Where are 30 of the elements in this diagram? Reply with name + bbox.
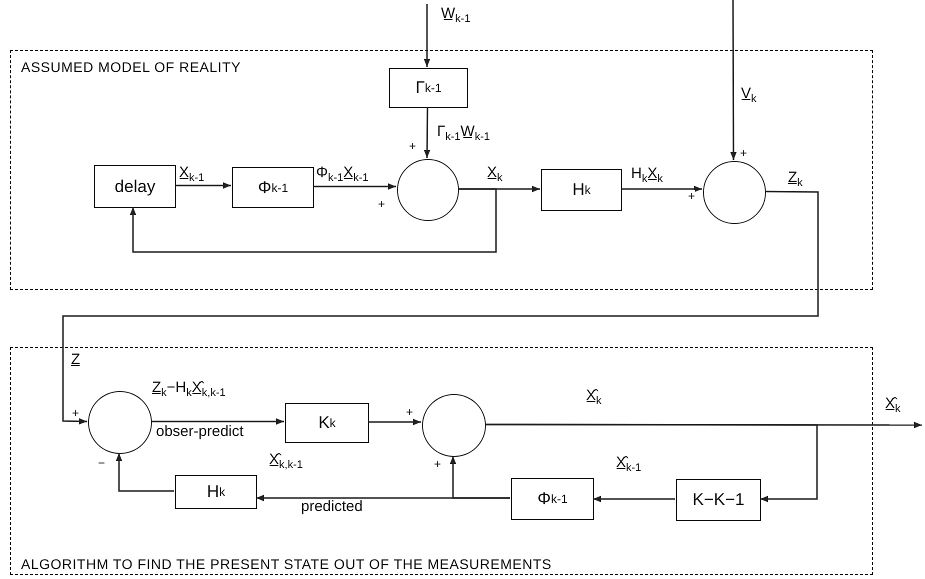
arrow: [62, 190, 819, 425]
arrow: [593, 496, 675, 502]
arrow: [424, 107, 430, 158]
arrow: [151, 418, 284, 425]
group-title: ASSUMED MODEL OF REALITY: [21, 59, 241, 75]
sign-label: +: [72, 407, 80, 419]
sign-label: +: [409, 140, 416, 152]
block-box: delay: [94, 165, 176, 208]
arrow: [116, 453, 174, 492]
arrow: [313, 183, 396, 190]
group-title: ALGORITHM TO FIND THE PRESENT STATE OUT OF THE MEASUREMENTS: [21, 556, 552, 572]
sign-label: +: [688, 190, 696, 202]
edge-label: Z̲$_{k}$−H$_{k}$X̲̂$_{k,k-1}$: [151, 380, 227, 400]
sign-label: +: [406, 406, 414, 418]
arrow: [621, 186, 702, 192]
signal-label: obser-predict: [155, 424, 245, 440]
block-box: K−K−1: [676, 479, 761, 521]
sign-label: +: [434, 458, 442, 470]
arrow: [730, 0, 737, 160]
sign-label: +: [378, 198, 386, 210]
arrow: [424, 4, 430, 67]
edge-label: X̲̂$_{k,k-1}$: [268, 452, 304, 472]
signal-label: predicted: [300, 499, 364, 516]
arrow: [130, 188, 497, 253]
signal-label: Z̲: [70, 352, 82, 368]
arrow: [485, 424, 818, 502]
arrow: [175, 182, 231, 189]
sign-label: +: [740, 147, 748, 159]
arrow: [256, 494, 510, 502]
arrow: [368, 418, 421, 426]
